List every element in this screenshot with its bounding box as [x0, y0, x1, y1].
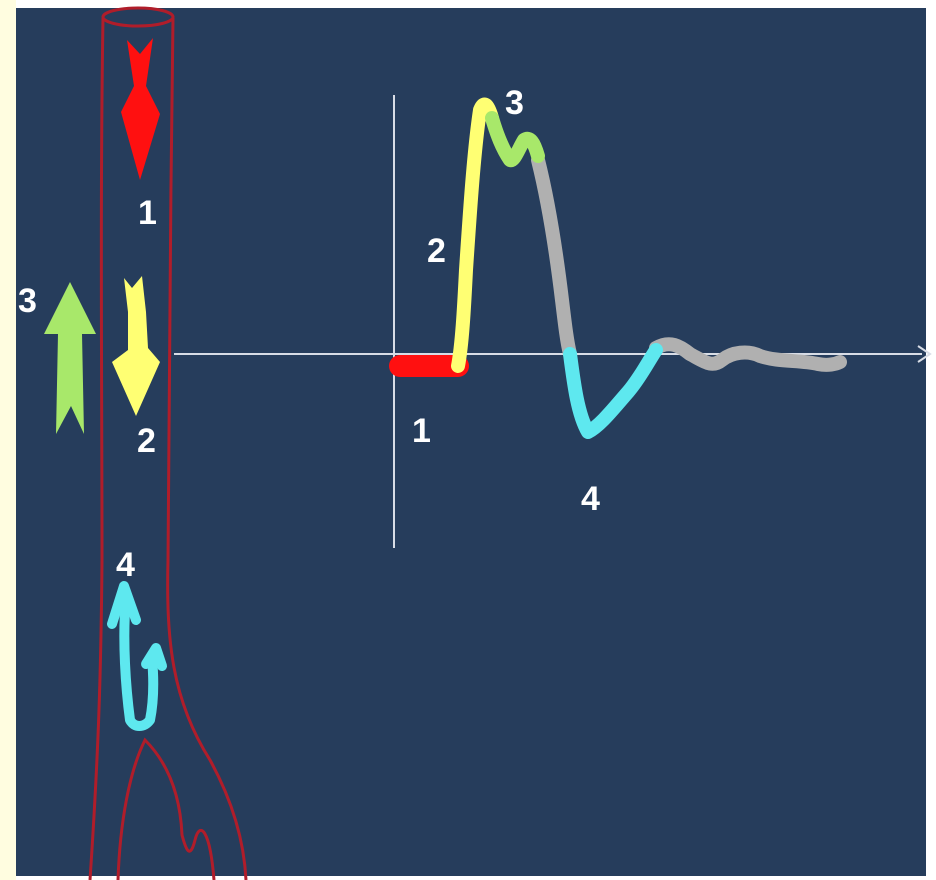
vessel-label-4: 4 [116, 546, 135, 584]
waveform-axes [174, 95, 932, 548]
waveform-segment-trailing [649, 337, 847, 372]
waveform-segment-2 [451, 97, 499, 373]
vessel-top-opening [101, 6, 175, 28]
x-axis-arrowhead [917, 345, 932, 363]
vessel-label-1: 1 [138, 194, 157, 232]
arrow-4-icon [107, 581, 167, 731]
vessel-label-2: 2 [137, 422, 156, 460]
vessel-left-wall [88, 17, 105, 880]
vessel [88, 6, 248, 880]
waveform-label-1: 1 [412, 412, 431, 450]
waveform-segment-descent [531, 153, 577, 361]
waveform-label-3: 3 [505, 84, 524, 122]
waveform-label-2: 2 [427, 232, 446, 270]
arrow-1-icon [121, 38, 160, 180]
waveform-segment-4 [563, 343, 663, 439]
vessel-label-3: 3 [18, 282, 37, 320]
waveform-label-4: 4 [581, 480, 600, 518]
doppler-waveform [389, 97, 847, 439]
waveform-segment-3 [485, 111, 545, 168]
arrow-3-icon [44, 282, 96, 434]
arrow-2-icon [112, 276, 160, 416]
vessel-bifurcation [116, 737, 216, 880]
left-edge-strip [0, 0, 16, 880]
vessel-right-wall [166, 17, 248, 880]
